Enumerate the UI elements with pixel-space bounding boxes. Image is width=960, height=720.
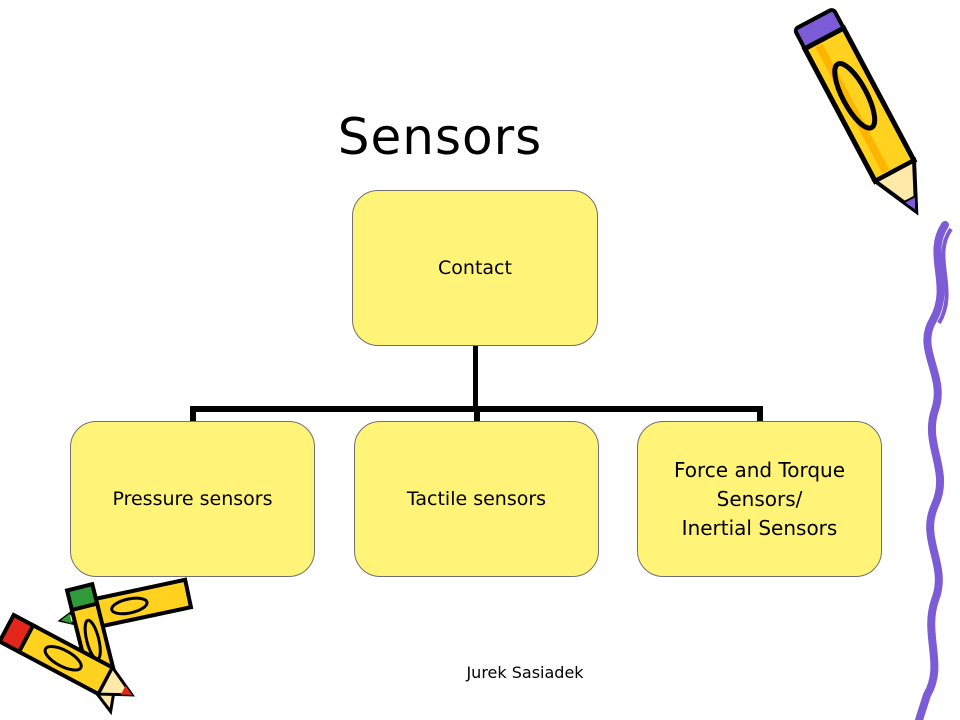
- connector-child-0: [190, 406, 196, 422]
- pencils-icon-bottom-left: [0, 577, 194, 716]
- node-force-torque-sensors-label: Force and Torque Sensors/ Inertial Senso…: [673, 457, 846, 540]
- connector-child-2: [757, 406, 763, 422]
- node-force-torque-sensors: Force and Torque Sensors/ Inertial Senso…: [637, 421, 882, 577]
- slide-footer: Jurek Sasiadek: [466, 663, 584, 682]
- connector-child-1: [474, 406, 480, 422]
- node-pressure-sensors-label: Pressure sensors: [112, 487, 273, 510]
- slide-title: Sensors: [337, 108, 543, 166]
- pencil-icon-top-right: [793, 8, 919, 216]
- connector-root-vertical: [473, 346, 478, 408]
- node-tactile-sensors-label: Tactile sensors: [406, 487, 547, 510]
- wavy-border-right: [915, 221, 953, 720]
- node-tactile-sensors: Tactile sensors: [354, 421, 599, 577]
- node-pressure-sensors: Pressure sensors: [70, 421, 315, 577]
- node-contact-label: Contact: [438, 256, 512, 279]
- node-contact: Contact: [352, 190, 598, 346]
